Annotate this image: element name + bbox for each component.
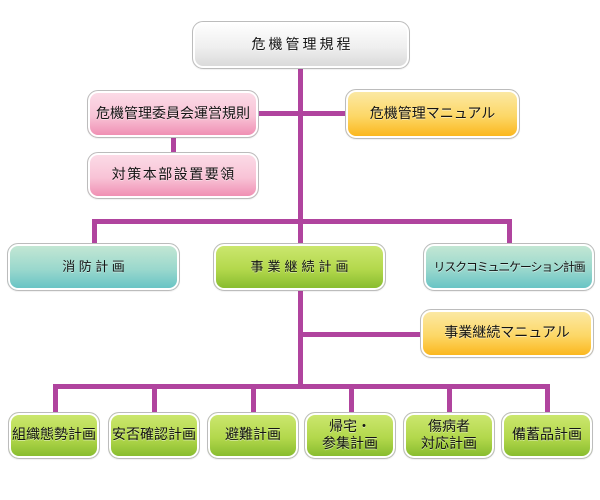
node-label: 備蓄品計画 [512, 427, 582, 443]
connector-committee-manual [259, 111, 345, 116]
connector-subplans-horizontal [53, 384, 550, 389]
node-label: 危機管理マニュアル [369, 105, 496, 122]
connector-plan-fire-drop [92, 219, 97, 243]
node-subplan-safety-confirmation[interactable]: 安否確認計画 [108, 412, 200, 459]
node-subplan-stockpile[interactable]: 備蓄品計画 [501, 412, 593, 459]
node-subplan-return-home-assembly[interactable]: 帰宅・ 参集計画 [304, 412, 396, 459]
node-label: 危機管理委員会運営規則 [96, 105, 250, 122]
connector-subplan-drop [447, 384, 452, 412]
connector-committee-hq [171, 138, 176, 152]
node-label-line-2: 対応計画 [421, 435, 477, 452]
node-subplan-organization[interactable]: 組織態勢計画 [8, 412, 100, 459]
node-committee-operating-rules[interactable]: 危機管理委員会運営規則 [87, 90, 259, 138]
node-subplan-evacuation[interactable]: 避難計画 [207, 412, 299, 459]
node-business-continuity-plan[interactable]: 事業継続計画 [213, 243, 386, 291]
node-label: 消防計画 [62, 259, 129, 275]
connector-subplan-drop [53, 384, 58, 412]
node-label: 対策本部設置要領 [111, 167, 236, 183]
node-label: 危機管理規程 [251, 36, 354, 53]
node-label: 安否確認計画 [112, 427, 196, 443]
connector-main-vertical [298, 69, 303, 389]
connector-bcp-manual [298, 332, 420, 337]
node-label: 事業継続計画 [250, 259, 353, 275]
node-label: リスクコミュニケーション計画 [433, 259, 586, 274]
node-business-continuity-manual[interactable]: 事業継続マニュアル [420, 309, 594, 358]
node-subplan-casualty-response[interactable]: 傷病者 対応計画 [403, 412, 495, 459]
node-label: 避難計画 [225, 427, 281, 443]
node-label: 事業継続マニュアル [444, 325, 570, 341]
node-crisis-management-manual[interactable]: 危機管理マニュアル [345, 89, 520, 139]
node-label-line-2: 参集計画 [322, 435, 378, 452]
node-label-line-1: 帰宅・ [329, 418, 371, 435]
connector-plans-horizontal [92, 219, 512, 224]
node-risk-communication-plan[interactable]: リスクコミュニケーション計画 [423, 243, 595, 291]
node-fire-prevention-plan[interactable]: 消防計画 [7, 243, 180, 291]
node-hq-setup-guidelines[interactable]: 対策本部設置要領 [87, 152, 259, 199]
node-label-line-1: 傷病者 [428, 418, 470, 435]
connector-subplan-drop [152, 384, 157, 412]
connector-subplan-drop [349, 384, 354, 412]
node-label: 組織態勢計画 [12, 427, 96, 443]
connector-subplan-drop [251, 384, 256, 412]
connector-plan-riskcomm-drop [507, 219, 512, 243]
node-crisis-management-regulations[interactable]: 危機管理規程 [192, 21, 410, 69]
connector-subplan-drop [545, 384, 550, 412]
